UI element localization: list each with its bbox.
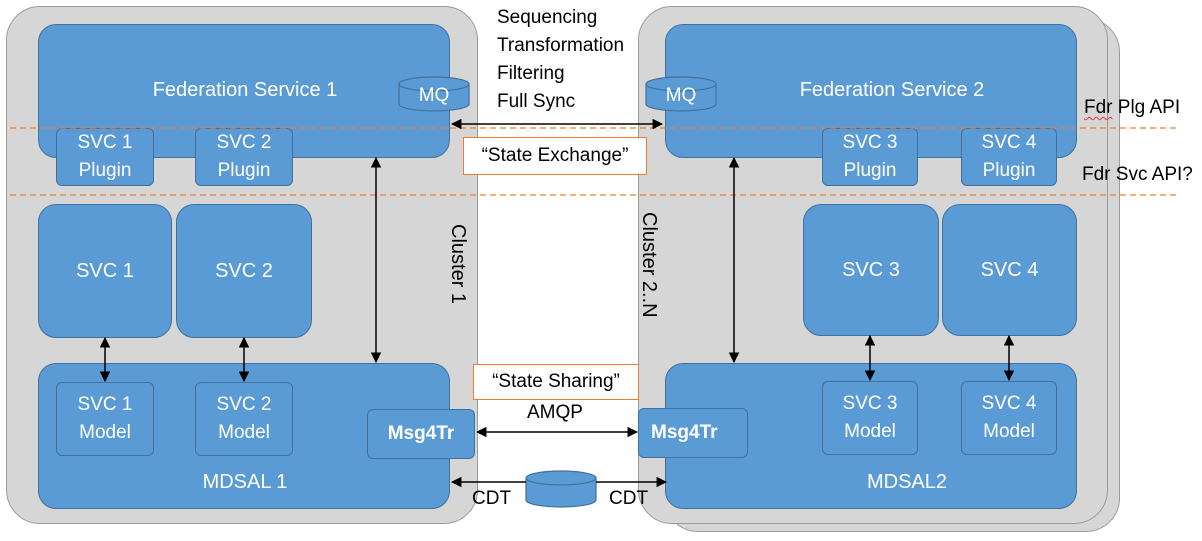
federation-service-2-title: Federation Service 2 [799, 79, 985, 101]
mdsal-2-title: MDSAL2 [866, 471, 948, 493]
svc1-label: SVC 1 [76, 259, 134, 282]
svc4-model-box: SVC 4 Model [961, 381, 1057, 455]
state-exchange-callout: “State Exchange” [463, 137, 647, 175]
feature-sequencing: Sequencing [497, 7, 598, 28]
msg4tr-2-box: Msg4Tr [638, 408, 748, 458]
feature-full-sync: Full Sync [497, 91, 576, 112]
svc3-model-line1: SVC 3 [842, 393, 898, 414]
feature-transformation: Transformation [497, 35, 625, 56]
svc4-plugin-box: SVC 4 Plugin [961, 128, 1057, 186]
mq-1-cylinder-icon [398, 76, 470, 112]
svc3-box: SVC 3 [803, 204, 939, 336]
svc1-plugin-line2: Plugin [78, 160, 132, 181]
federation-service-1-title: Federation Service 1 [152, 79, 338, 101]
mq-1-label: MQ [418, 85, 450, 106]
svc1-model-line1: SVC 1 [77, 394, 133, 415]
svc2-box: SVC 2 [176, 204, 312, 338]
svc4-model-line1: SVC 4 [981, 393, 1037, 414]
mq-2-cylinder-icon [645, 76, 717, 112]
svc1-plugin-line1: SVC 1 [77, 132, 133, 153]
svc2-model-box: SVC 2 Model [195, 382, 293, 456]
cdt-right-label: CDT [609, 488, 649, 509]
feature-filtering: Filtering [497, 63, 565, 84]
svc1-model-box: SVC 1 Model [56, 382, 154, 456]
mdsal-1-title: MDSAL 1 [202, 471, 288, 493]
svc1-plugin-box: SVC 1 Plugin [56, 128, 154, 186]
svc3-model-line2: Model [844, 421, 896, 442]
svc4-plugin-line1: SVC 4 [981, 132, 1037, 153]
fdr-plg-api-label-rest: Plg API [1112, 97, 1181, 118]
svc3-plugin-box: SVC 3 Plugin [822, 128, 918, 186]
mq-2-label: MQ [665, 85, 697, 106]
amqp-label: AMQP [527, 402, 583, 423]
svc4-plugin-line2: Plugin [982, 160, 1036, 181]
cluster-1-label: Cluster 1 [447, 224, 469, 305]
msg4tr-1-label: Msg4Tr [387, 423, 455, 444]
svc1-box: SVC 1 [38, 204, 172, 338]
svc1-model-line2: Model [79, 422, 131, 443]
svc2-plugin-line1: SVC 2 [216, 132, 272, 153]
cluster-2-label: Cluster 2..N [638, 212, 660, 318]
svc2-plugin-box: SVC 2 Plugin [195, 128, 293, 186]
svc2-plugin-line2: Plugin [217, 160, 271, 181]
fdr-svc-api-label: Fdr Svc API? [1082, 164, 1193, 185]
svc4-label: SVC 4 [980, 258, 1039, 281]
feature-list: Sequencing Transformation Filtering Full… [497, 4, 624, 116]
svc3-model-box: SVC 3 Model [822, 381, 918, 455]
state-sharing-callout: “State Sharing” [473, 364, 639, 400]
svc2-label: SVC 2 [215, 259, 273, 282]
fdr-plg-api-label-fdr: Fdr [1084, 97, 1113, 118]
svc3-plugin-line2: Plugin [843, 160, 897, 181]
msg4tr-1-box: Msg4Tr [367, 409, 475, 459]
svc4-box: SVC 4 [942, 204, 1077, 336]
cdt-left-label: CDT [472, 488, 512, 509]
cdt-database-cylinder-icon [525, 470, 597, 508]
svc3-label: SVC 3 [842, 258, 900, 281]
svc3-plugin-line1: SVC 3 [842, 132, 898, 153]
svc4-model-line2: Model [983, 421, 1035, 442]
svc2-model-line1: SVC 2 [216, 394, 272, 415]
msg4tr-2-label: Msg4Tr [651, 422, 718, 443]
fdr-plg-api-label: Fdr Plg API [1084, 97, 1180, 119]
svc2-model-line2: Model [218, 422, 270, 443]
